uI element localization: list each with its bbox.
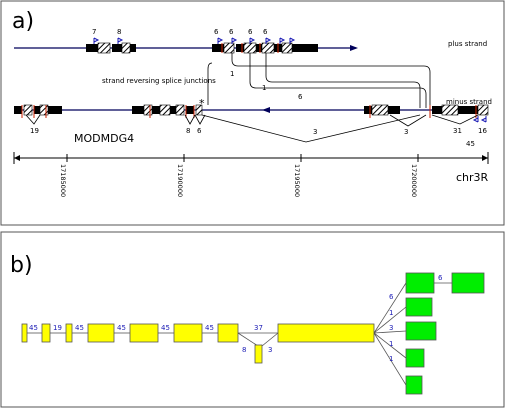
minus-strand-arrow: [262, 107, 270, 113]
panel-b-connectors: [26, 282, 452, 386]
chain-count: 45: [117, 324, 126, 332]
plus-strand-red-marks: [221, 43, 279, 53]
minus-count: 3: [313, 128, 317, 136]
panel-a-label: a): [12, 9, 34, 34]
panel-a-frame: [0, 0, 505, 226]
fan-count: 3: [389, 324, 393, 332]
junction-arcs: [207, 53, 431, 108]
fan-count: 1: [389, 309, 393, 317]
junction-count: 1: [230, 70, 234, 78]
plus-count: 6: [248, 28, 253, 36]
junction-count: 1: [262, 84, 266, 92]
plus-count: 7: [92, 28, 96, 36]
axis-tick-label: 17195000: [293, 164, 301, 197]
axis-arrow-right: [482, 155, 488, 161]
plus-count: 6: [263, 28, 268, 36]
minus-strand-red-marks: [21, 105, 477, 118]
plus-count: 6: [229, 28, 234, 36]
gene-label: MODMDG4: [74, 132, 134, 145]
top-count: 6: [438, 274, 443, 282]
minus-count: 6: [197, 127, 202, 135]
axis-tick-label: 17185000: [59, 164, 67, 197]
branch-count: 8: [242, 346, 246, 354]
panel-b-label: b): [10, 253, 33, 278]
axis-arrow-left: [14, 155, 20, 161]
plus-strand-label: plus strand: [448, 40, 487, 48]
plus-strand-arrow: [350, 45, 358, 51]
minus-count: 31: [453, 127, 462, 135]
plus-count: 6: [214, 28, 219, 36]
minus-strand-junctions: [25, 114, 479, 143]
chain-count: 45: [205, 324, 214, 332]
minus-strand-label: minus strand: [446, 98, 492, 106]
panel-b-frame: [0, 231, 505, 408]
chromosome-label: chr3R: [456, 171, 489, 184]
minus-strand-flags: [472, 116, 487, 123]
chain-count: 19: [53, 324, 62, 332]
axis-tick-label: 17200000: [410, 164, 418, 197]
minus-count: 16: [478, 127, 487, 135]
asterisk-mark: *: [199, 97, 205, 110]
minus-count: 8: [186, 127, 190, 135]
minus-strand-exons: [14, 104, 489, 116]
panel-b-green-exons: [405, 272, 485, 395]
plus-count: 8: [117, 28, 121, 36]
minus-count: 45: [466, 140, 475, 148]
chain-count: 45: [29, 324, 38, 332]
branch-count: 3: [268, 346, 272, 354]
junction-count: 6: [298, 93, 303, 101]
panel-b-yellow-exons: [21, 323, 375, 364]
fan-count: 1: [389, 340, 393, 348]
chain-count: 45: [75, 324, 84, 332]
axis-tick-label: 17190000: [176, 164, 184, 197]
plus-strand-markers: [93, 37, 296, 44]
fan-count: 1: [389, 355, 393, 363]
axis-ticks: [13, 152, 489, 164]
junction-note: strand reversing splice junctions: [102, 77, 216, 85]
chain-count: 45: [161, 324, 170, 332]
minus-count: 3: [404, 128, 408, 136]
fan-count: 6: [389, 293, 394, 301]
minus-count: 19: [30, 127, 39, 135]
chain-count: 37: [254, 324, 263, 332]
